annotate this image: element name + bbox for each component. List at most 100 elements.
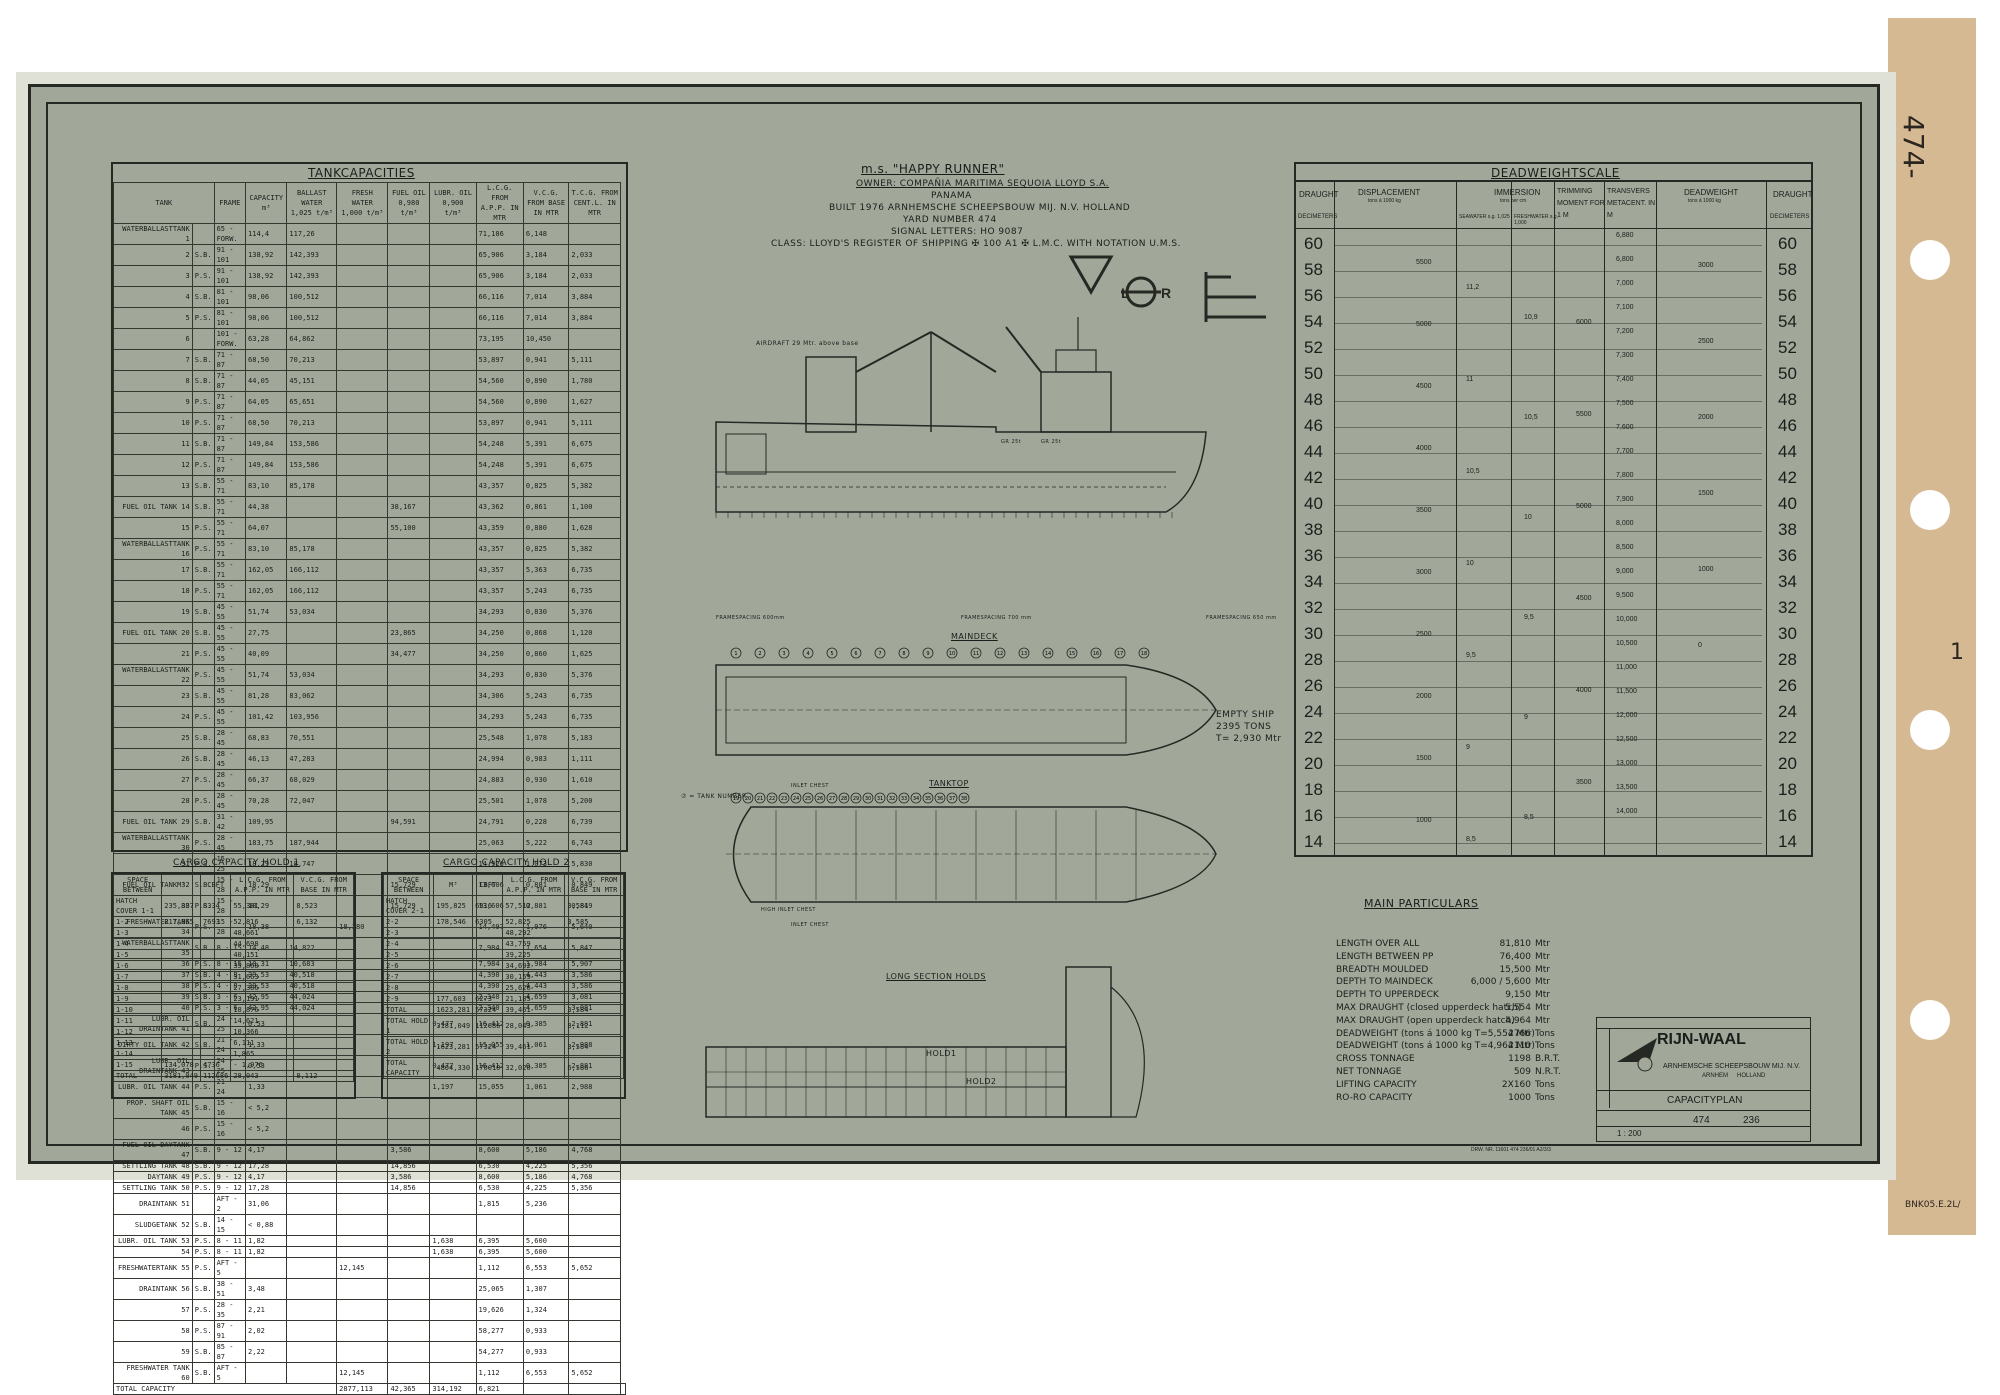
particular-label: RO-RO CAPACITY [1336, 1092, 1413, 1103]
tank-cell: S.B. [191, 601, 215, 623]
hold-cell: 1-12 [112, 1026, 163, 1038]
metacentre-label: 7,500 [1616, 400, 1634, 407]
tank-cell [475, 1097, 524, 1119]
tank-cell [429, 349, 477, 371]
tank-cell: 28 - 35 [213, 1299, 247, 1321]
maindeck-tank-number: 18 [1141, 651, 1147, 657]
tank-cell [286, 1362, 338, 1384]
empty-ship-label: EMPTY SHIP [1216, 710, 1275, 720]
hold-cell: 1-15 [112, 1059, 163, 1071]
hold-summary-cell: 4804,330 [433, 1057, 474, 1079]
tank-cell: 12,145 [336, 1362, 389, 1384]
tank-cell: 25,065 [475, 1278, 524, 1300]
tank-cell [429, 1097, 477, 1119]
freshwater-label: 8,5 [1524, 814, 1534, 821]
tank-cell: 68,83 [245, 727, 288, 749]
displacement-label: 2000 [1416, 693, 1432, 700]
hold-cell [161, 949, 202, 961]
tanktop-tank-number: 38 [961, 796, 967, 802]
maindeck-tank-number: 10 [949, 651, 955, 657]
metacentre-label: 13,500 [1616, 784, 1638, 791]
frame-spacing-1: FRAMESPACING 600mm [716, 615, 785, 621]
tank-cell [245, 1257, 288, 1279]
tank-cell: 34,293 [475, 601, 524, 623]
tank-cell: 47,283 [286, 748, 338, 770]
tank-cell [387, 391, 431, 413]
tank-cell: FUEL OIL DAYTANK 47 [113, 1139, 193, 1161]
tank-cell: 5,111 [568, 349, 621, 371]
tank-cell: 1,100 [568, 496, 621, 518]
tank-cell [336, 769, 389, 791]
decimeters-header-left: DECIMETERS [1298, 214, 1338, 220]
tank-column-header: FUEL OIL 0,980 t/m³ [387, 182, 431, 224]
tanktop-tank-number: 19 [733, 796, 739, 802]
tank-cell: 18 [113, 580, 193, 602]
metacentre-label: 7,700 [1616, 448, 1634, 455]
hold-column-header: V.C.G. FROM BASE IN MTR [293, 874, 354, 896]
draught-value-left: 20 [1304, 754, 1323, 773]
tank-cell [475, 1214, 524, 1236]
hold-cell [564, 993, 624, 1005]
tank-cell: 5,600 [522, 1235, 570, 1247]
tank-cell [336, 538, 389, 560]
tank-cell: 91 - 101 [213, 265, 247, 287]
tank-cell: 43,357 [475, 559, 524, 581]
tank-cell: 187,944 [286, 832, 338, 854]
tank-cell: 109,95 [245, 811, 288, 833]
tank-cell: 24,791 [475, 811, 524, 833]
hold-total-label: TOTAL [112, 1070, 163, 1082]
tank-cell: 101,42 [245, 706, 288, 728]
tank-cell: 1,324 [522, 1299, 570, 1321]
tank-cell: 0,825 [522, 538, 570, 560]
hold-cell: 34,692 [502, 960, 566, 972]
tank-cell [286, 1182, 338, 1194]
metacentre-label: 9,500 [1616, 592, 1634, 599]
hold-cell: HATCH COVER 1-1 [112, 895, 163, 917]
tank-cell [286, 643, 338, 665]
tank-cell: 0,860 [522, 643, 570, 665]
maindeck-tank-circle [826, 647, 838, 659]
tank-cell: 1,627 [568, 391, 621, 413]
hold-cell [200, 1037, 232, 1049]
tank-cell: 183,75 [245, 832, 288, 854]
freshwater-header: FRESHWATER s.g. 1,000 [1514, 214, 1558, 226]
hold-cell: 178,546 [433, 916, 474, 928]
tank-cell: 0,933 [522, 1320, 570, 1342]
company-country: HOLLAND [1737, 1073, 1766, 1079]
particular-label: NET TONNAGE [1336, 1067, 1402, 1077]
hold-cell [293, 1015, 354, 1027]
tank-cell [336, 391, 389, 413]
tank-cell: P.S. [191, 769, 215, 791]
tank-cell: 43,357 [475, 580, 524, 602]
maindeck-tank-circle [994, 647, 1006, 659]
tank-cell: 66,116 [475, 307, 524, 329]
tank-cell: 9 - 12 [213, 1160, 247, 1172]
hold-cell [161, 927, 202, 939]
tank-cell [387, 538, 431, 560]
tank-cell [336, 349, 389, 371]
hold-cell: 52,825 [502, 916, 566, 928]
tanktop-tank-number: 20 [745, 796, 751, 802]
tank-cell [429, 664, 477, 686]
metacentre-label: 7,100 [1616, 304, 1634, 311]
tank-cell [336, 727, 389, 749]
metacentre-label: 11,500 [1616, 688, 1637, 695]
tank-cell: 0,941 [522, 349, 570, 371]
immersion-label: 11 [1466, 376, 1474, 383]
tank-total-cell [522, 1383, 570, 1395]
hold-cell [564, 949, 624, 961]
tank-cell [429, 496, 477, 518]
draught-value-right: 30 [1778, 624, 1797, 643]
tank-cell [336, 685, 389, 707]
tank-cell: 5,652 [568, 1362, 621, 1384]
tank-column-header: FRESH WATER 1,000 t/m³ [336, 182, 389, 224]
tank-cell [568, 1097, 621, 1119]
tank-cell [336, 706, 389, 728]
